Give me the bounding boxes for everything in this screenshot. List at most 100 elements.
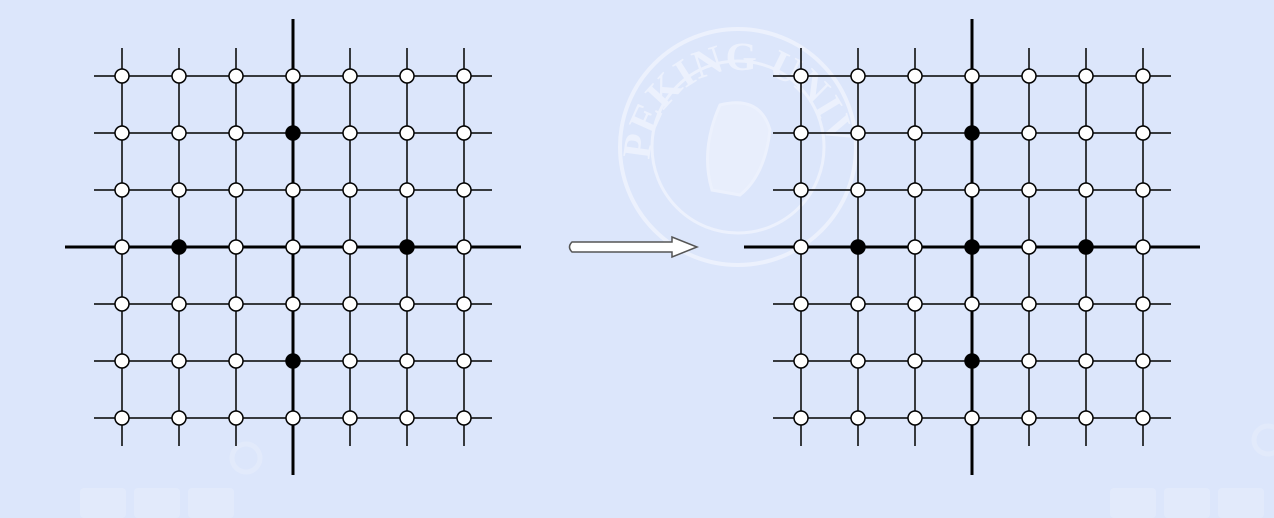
- open-node: [1021, 68, 1037, 84]
- open-node: [907, 125, 923, 141]
- open-node: [793, 239, 809, 255]
- open-node: [1078, 68, 1094, 84]
- open-node: [1021, 353, 1037, 369]
- open-node: [1135, 296, 1151, 312]
- open-node: [342, 410, 358, 426]
- open-node: [907, 296, 923, 312]
- open-node: [793, 296, 809, 312]
- open-node: [285, 239, 301, 255]
- open-node: [285, 296, 301, 312]
- open-node: [907, 410, 923, 426]
- open-node: [456, 353, 472, 369]
- open-node: [850, 410, 866, 426]
- right-arrow-icon: [568, 235, 700, 259]
- open-node: [399, 68, 415, 84]
- open-node: [114, 239, 130, 255]
- filled-node: [171, 239, 187, 255]
- right-lattice: [744, 19, 1200, 475]
- open-node: [850, 68, 866, 84]
- filled-node: [1078, 239, 1094, 255]
- filled-node: [399, 239, 415, 255]
- open-node: [1078, 296, 1094, 312]
- open-node: [456, 239, 472, 255]
- open-node: [342, 125, 358, 141]
- left-lattice: [65, 19, 521, 475]
- open-node: [793, 353, 809, 369]
- filled-node: [964, 125, 980, 141]
- open-node: [399, 353, 415, 369]
- open-node: [285, 68, 301, 84]
- open-node: [171, 296, 187, 312]
- open-node: [1078, 410, 1094, 426]
- open-node: [1135, 125, 1151, 141]
- open-node: [342, 353, 358, 369]
- open-node: [793, 125, 809, 141]
- open-node: [399, 125, 415, 141]
- corner-logo-left: [80, 441, 263, 518]
- open-node: [1021, 125, 1037, 141]
- open-node: [850, 353, 866, 369]
- open-node: [964, 410, 980, 426]
- open-node: [114, 182, 130, 198]
- open-node: [850, 296, 866, 312]
- open-node: [850, 182, 866, 198]
- open-node: [456, 296, 472, 312]
- open-node: [793, 68, 809, 84]
- open-node: [342, 239, 358, 255]
- open-node: [1135, 182, 1151, 198]
- open-node: [456, 68, 472, 84]
- open-node: [228, 239, 244, 255]
- open-node: [171, 125, 187, 141]
- open-node: [171, 353, 187, 369]
- open-node: [850, 125, 866, 141]
- open-node: [1078, 182, 1094, 198]
- open-node: [456, 125, 472, 141]
- open-node: [964, 182, 980, 198]
- filled-node: [964, 353, 980, 369]
- corner-logo-right: [1110, 423, 1274, 518]
- filled-node: [285, 353, 301, 369]
- open-node: [171, 410, 187, 426]
- open-node: [907, 239, 923, 255]
- open-node: [793, 410, 809, 426]
- filled-node: [850, 239, 866, 255]
- open-node: [114, 296, 130, 312]
- open-node: [228, 182, 244, 198]
- open-node: [1078, 125, 1094, 141]
- open-node: [399, 296, 415, 312]
- open-node: [342, 296, 358, 312]
- open-node: [228, 353, 244, 369]
- open-node: [399, 410, 415, 426]
- open-node: [1021, 239, 1037, 255]
- open-node: [171, 68, 187, 84]
- filled-node: [964, 239, 980, 255]
- open-node: [1021, 182, 1037, 198]
- open-node: [1078, 353, 1094, 369]
- filled-node: [285, 125, 301, 141]
- open-node: [171, 182, 187, 198]
- open-node: [456, 182, 472, 198]
- open-node: [907, 353, 923, 369]
- open-node: [964, 68, 980, 84]
- open-node: [964, 296, 980, 312]
- open-node: [114, 68, 130, 84]
- open-node: [1135, 353, 1151, 369]
- open-node: [1135, 410, 1151, 426]
- open-node: [228, 410, 244, 426]
- open-node: [342, 68, 358, 84]
- open-node: [1135, 239, 1151, 255]
- open-node: [114, 353, 130, 369]
- open-node: [342, 182, 358, 198]
- open-node: [1021, 296, 1037, 312]
- open-node: [907, 68, 923, 84]
- open-node: [228, 296, 244, 312]
- open-node: [228, 125, 244, 141]
- open-node: [114, 410, 130, 426]
- open-node: [456, 410, 472, 426]
- open-node: [399, 182, 415, 198]
- open-node: [285, 410, 301, 426]
- open-node: [285, 182, 301, 198]
- open-node: [114, 125, 130, 141]
- open-node: [793, 182, 809, 198]
